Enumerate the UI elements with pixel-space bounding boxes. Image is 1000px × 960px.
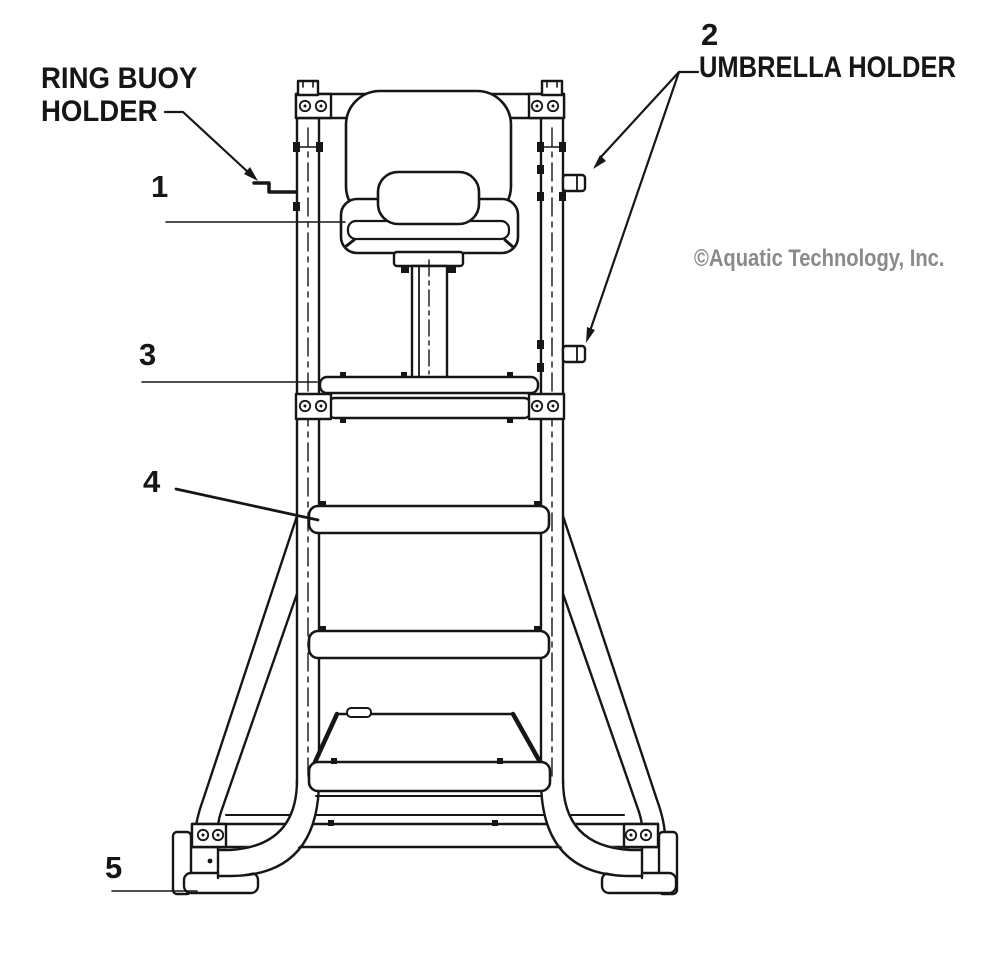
left-foot bbox=[171, 778, 321, 896]
leader-ring-buoy bbox=[163, 110, 258, 181]
left-post bbox=[293, 92, 323, 786]
seat bbox=[339, 89, 520, 255]
left-brace bbox=[193, 514, 301, 842]
leader-lines bbox=[111, 70, 700, 892]
seat-pedestal bbox=[392, 250, 465, 381]
left-post-cap bbox=[296, 79, 320, 97]
leader-line-4 bbox=[174, 487, 320, 522]
arrowhead bbox=[586, 327, 595, 343]
foot-platform bbox=[312, 707, 543, 765]
label-ring-buoy-holder-line2: HOLDER bbox=[41, 95, 158, 128]
ladder-rung-upper bbox=[307, 501, 551, 535]
seat-platform bbox=[294, 372, 566, 423]
right-foot bbox=[539, 778, 679, 896]
right-post bbox=[537, 92, 566, 786]
copyright-watermark: ©Aquatic Technology, Inc. bbox=[694, 245, 945, 272]
label-ring-buoy-holder: RING BUOY HOLDER bbox=[41, 62, 197, 128]
leader-umbrella bbox=[586, 70, 700, 343]
arrowhead bbox=[244, 167, 258, 181]
label-ring-buoy-holder-line1: RING BUOY bbox=[41, 62, 198, 95]
label-umbrella-holder: UMBRELLA HOLDER bbox=[699, 51, 956, 84]
ladder-rung-lower bbox=[307, 626, 551, 660]
callout-number-5: 5 bbox=[105, 850, 123, 885]
callout-number-3: 3 bbox=[139, 337, 157, 372]
callout-number-2: 2 bbox=[701, 17, 719, 52]
callout-number-1: 1 bbox=[151, 169, 169, 204]
callout-number-4: 4 bbox=[143, 464, 161, 499]
umbrella-holder-stub-lower bbox=[561, 344, 587, 364]
umbrella-holder-stub-upper bbox=[561, 173, 587, 193]
right-brace bbox=[559, 514, 667, 842]
post-centerlines bbox=[307, 127, 553, 779]
arrowhead bbox=[593, 155, 606, 169]
ring-buoy-holder-bracket bbox=[252, 181, 298, 194]
right-post-cap bbox=[540, 79, 564, 97]
bottom-step bbox=[307, 758, 552, 797]
